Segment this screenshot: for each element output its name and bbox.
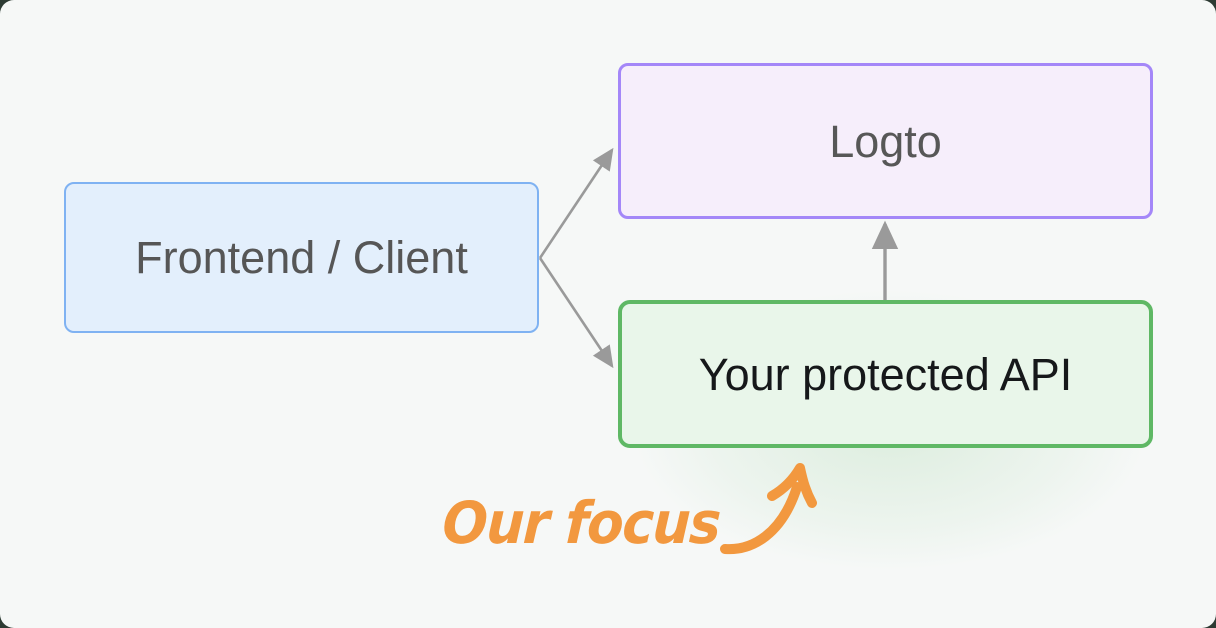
edge-frontend-to-api [538, 257, 614, 369]
edge-frontend-to-logto [538, 147, 614, 259]
our-focus-arrow-icon [720, 482, 802, 555]
node-protected-api[interactable]: Your protected API [618, 300, 1153, 448]
our-focus-label: Our focus [440, 489, 722, 557]
node-logto-label: Logto [829, 115, 942, 167]
node-frontend-client[interactable]: Frontend / Client [64, 182, 539, 333]
node-frontend-client-label: Frontend / Client [135, 232, 468, 283]
our-focus-arrowhead-icon [767, 463, 817, 508]
our-focus-annotation: Our focus [440, 489, 824, 594]
node-logto[interactable]: Logto [618, 63, 1153, 219]
node-protected-api-label: Your protected API [698, 348, 1073, 400]
